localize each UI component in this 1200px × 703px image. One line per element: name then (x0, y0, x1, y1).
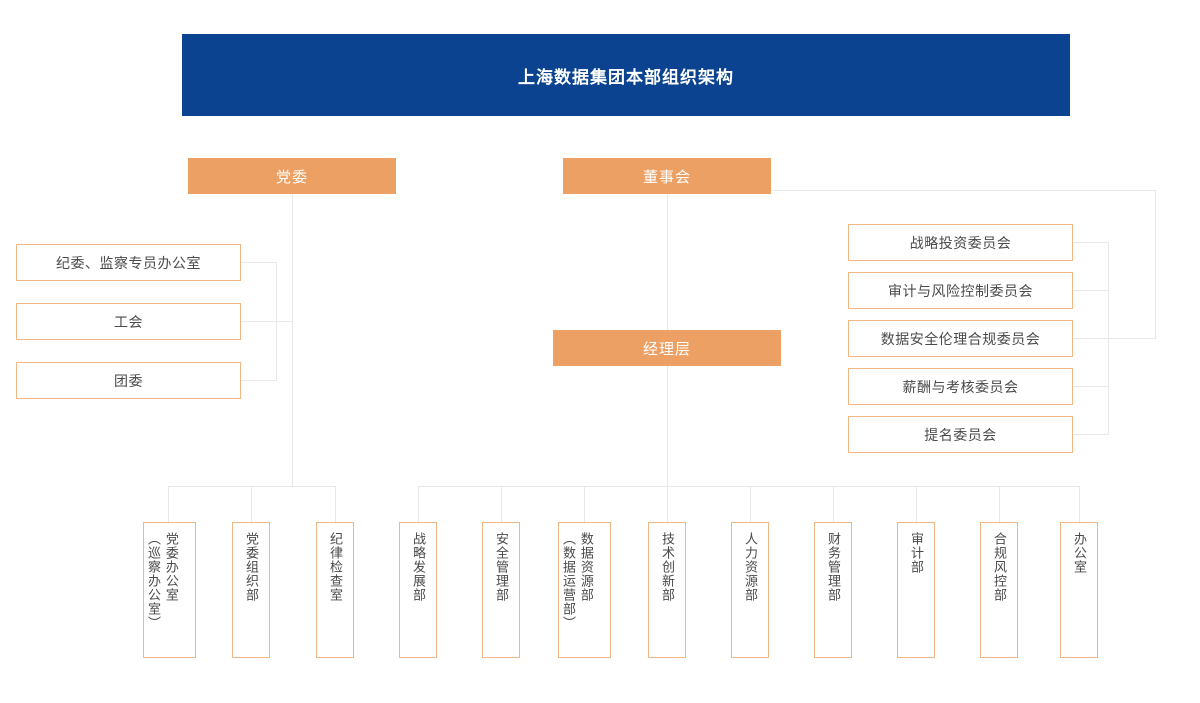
dept-audit[interactable]: 审计部 (897, 522, 935, 658)
connector-board-to-committee-bracket (1108, 338, 1156, 339)
node-management-level-label: 经理层 (642, 340, 691, 358)
connector-mgmt-dept-drop-2 (501, 486, 502, 522)
dept-safety-management-main: 安全管理部 (493, 532, 509, 602)
box-compensation-appraisal-committee-label: 薪酬与考核委员会 (902, 378, 1019, 395)
dept-safety-management[interactable]: 安全管理部 (482, 522, 520, 658)
dept-data-resources-sub: （数据运营部） (560, 532, 576, 630)
connector-mgmt-dept-drop-4 (667, 486, 668, 522)
node-party-committee-label: 党委 (275, 168, 308, 186)
connector-party-stem (292, 194, 293, 486)
box-strategy-investment-committee[interactable]: 战略投资委员会 (848, 224, 1073, 261)
dept-financial-management-main: 财务管理部 (825, 532, 841, 602)
connector-management-bus (418, 486, 1079, 487)
dept-strategic-development-main: 战略发展部 (410, 532, 426, 602)
connector-committee-1 (1073, 242, 1109, 243)
dept-party-organization-department[interactable]: 党委组织部 (232, 522, 270, 658)
dept-party-committee-office-sub: （巡察办公室） (145, 532, 161, 630)
connector-committee-5 (1073, 434, 1109, 435)
connector-board-right (772, 190, 1156, 191)
connector-management-stem (667, 366, 668, 486)
connector-board-to-management (667, 194, 668, 331)
connector-mgmt-dept-drop-7 (916, 486, 917, 522)
dept-technology-innovation-main: 技术创新部 (659, 532, 675, 602)
connector-committee-2 (1073, 290, 1109, 291)
box-data-security-ethics-committee-label: 数据安全伦理合规委员会 (880, 330, 1041, 347)
dept-party-committee-office-main: 党委办公室 (163, 532, 179, 602)
box-discipline-inspection-office-label: 纪委、监察专员办公室 (56, 254, 201, 271)
node-party-committee[interactable]: 党委 (188, 158, 396, 194)
connector-party-dept-drop-3 (335, 486, 336, 522)
dept-discipline-inspection-room-main: 纪律检查室 (327, 532, 343, 602)
connector-mgmt-dept-drop-6 (833, 486, 834, 522)
box-audit-risk-committee[interactable]: 审计与风险控制委员会 (848, 272, 1073, 309)
box-audit-risk-committee-label: 审计与风险控制委员会 (888, 282, 1033, 299)
chart-title-text: 上海数据集团本部组织架构 (518, 67, 734, 87)
connector-party-unit-2 (241, 321, 293, 322)
connector-board-right-down (1155, 190, 1156, 338)
connector-party-unit-3 (241, 380, 277, 381)
dept-technology-innovation[interactable]: 技术创新部 (648, 522, 686, 658)
box-discipline-inspection-office[interactable]: 纪委、监察专员办公室 (16, 244, 241, 281)
connector-mgmt-dept-drop-5 (750, 486, 751, 522)
connector-mgmt-dept-drop-9 (1079, 486, 1080, 522)
box-nomination-committee-label: 提名委员会 (924, 426, 997, 443)
dept-general-office[interactable]: 办公室 (1060, 522, 1098, 658)
dept-compliance-risk-control-main: 合规风控部 (991, 532, 1007, 602)
connector-mgmt-dept-drop-3 (584, 486, 585, 522)
box-compensation-appraisal-committee[interactable]: 薪酬与考核委员会 (848, 368, 1073, 405)
box-youth-league[interactable]: 团委 (16, 362, 241, 399)
connector-committee-3 (1073, 338, 1109, 339)
chart-title-banner: 上海数据集团本部组织架构 (182, 34, 1070, 116)
box-labor-union-label: 工会 (114, 313, 143, 330)
dept-financial-management[interactable]: 财务管理部 (814, 522, 852, 658)
box-strategy-investment-committee-label: 战略投资委员会 (909, 234, 1012, 251)
connector-mgmt-dept-drop-8 (999, 486, 1000, 522)
dept-compliance-risk-control[interactable]: 合规风控部 (980, 522, 1018, 658)
connector-party-dept-drop-1 (168, 486, 169, 522)
connector-mgmt-dept-drop-1 (418, 486, 419, 522)
dept-audit-main: 审计部 (908, 532, 924, 574)
dept-general-office-main: 办公室 (1071, 532, 1087, 574)
node-board-of-directors-label: 董事会 (642, 168, 691, 186)
box-nomination-committee[interactable]: 提名委员会 (848, 416, 1073, 453)
box-youth-league-label: 团委 (114, 372, 143, 389)
dept-strategic-development[interactable]: 战略发展部 (399, 522, 437, 658)
node-board-of-directors[interactable]: 董事会 (563, 158, 771, 194)
dept-party-organization-department-main: 党委组织部 (243, 532, 259, 602)
connector-committee-4 (1073, 386, 1109, 387)
dept-data-resources[interactable]: 数据资源部 （数据运营部） (558, 522, 611, 658)
box-labor-union[interactable]: 工会 (16, 303, 241, 340)
box-data-security-ethics-committee[interactable]: 数据安全伦理合规委员会 (848, 320, 1073, 357)
connector-party-dept-drop-2 (251, 486, 252, 522)
dept-human-resources[interactable]: 人力资源部 (731, 522, 769, 658)
dept-data-resources-main: 数据资源部 (578, 532, 594, 602)
dept-human-resources-main: 人力资源部 (742, 532, 758, 602)
dept-party-committee-office[interactable]: 党委办公室 （巡察办公室） (143, 522, 196, 658)
node-management-level[interactable]: 经理层 (553, 330, 781, 366)
dept-discipline-inspection-room[interactable]: 纪律检查室 (316, 522, 354, 658)
connector-party-unit-1 (241, 262, 277, 263)
